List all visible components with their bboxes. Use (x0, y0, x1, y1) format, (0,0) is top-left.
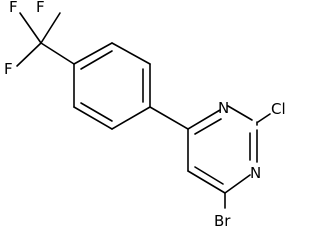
pyrimidine-bond-n3-c2 (227, 105, 253, 121)
bond-cf3-carbon-f3 (16, 42, 42, 67)
atom-label-n3: N (218, 99, 229, 117)
bond-cf3-carbon-f1 (19, 12, 42, 44)
benzene-bond-5 (73, 106, 113, 130)
pyrimidine-double-1 (194, 118, 222, 135)
pyrimidine-bond-n1-c6 (224, 174, 251, 194)
benzene-bond-1 (73, 42, 113, 65)
bond-cf3-to-benzene (40, 42, 75, 65)
bond-c2-to-cl (257, 113, 271, 123)
benzene-bond-4 (111, 106, 151, 130)
atom-label-n1: N (250, 164, 261, 182)
benzene-double-3 (80, 102, 113, 122)
pyrimidine-bond-c4-n3 (187, 109, 221, 130)
pyrimidine-double-3 (194, 166, 224, 185)
atom-label-cl: Cl (271, 100, 286, 118)
atom-label-f3: F (4, 60, 13, 78)
bond-benzene-to-pyrimidine (149, 106, 189, 130)
structure-canvas: F F F N Cl N Br (4, 0, 286, 230)
pyrimidine-bond-c6-c5 (187, 170, 226, 194)
molecule-drawing: F F F N Cl N Br (4, 0, 286, 230)
benzene-bond-2 (111, 42, 151, 65)
bond-cf3-carbon-f2 (40, 12, 61, 44)
atom-label-f2: F (36, 0, 45, 16)
atom-label-f1: F (9, 0, 18, 16)
atom-label-br: Br (214, 212, 231, 230)
benzene-double-1 (80, 50, 113, 70)
